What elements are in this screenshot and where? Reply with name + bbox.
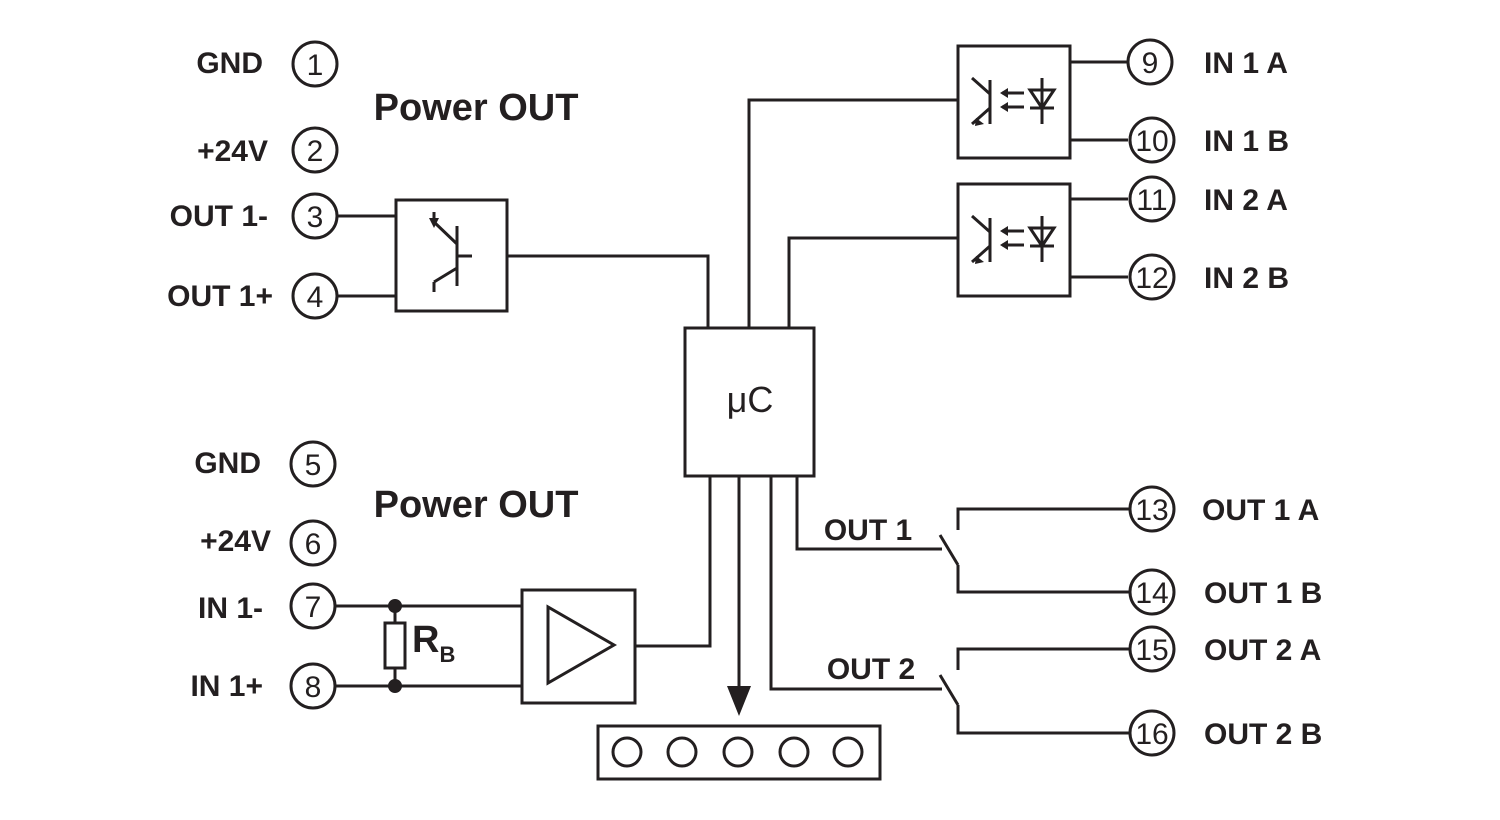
terminal-10: 10 bbox=[1128, 116, 1176, 164]
amplifier-block bbox=[520, 588, 637, 705]
led-4 bbox=[778, 736, 810, 768]
terminal-label-4: OUT 1+ bbox=[167, 280, 273, 313]
optocoupler-block-1 bbox=[956, 44, 1072, 160]
terminal-number-12: 12 bbox=[1135, 262, 1168, 295]
terminal-14: 14 bbox=[1128, 568, 1176, 616]
led-3 bbox=[722, 736, 754, 768]
resistor-label: RB bbox=[412, 619, 455, 667]
led-1 bbox=[611, 736, 643, 768]
terminal-9: 9 bbox=[1126, 38, 1174, 86]
terminal-13: 13 bbox=[1128, 485, 1176, 533]
terminal-label-7: IN 1- bbox=[198, 592, 263, 625]
terminal-number-10: 10 bbox=[1135, 125, 1168, 158]
led-2 bbox=[666, 736, 698, 768]
terminal-label-14: OUT 1 B bbox=[1204, 577, 1322, 610]
wire-mc-opto1 bbox=[747, 98, 958, 328]
power-out-label-2: Power OUT bbox=[374, 484, 579, 526]
relay-1-label: OUT 1 bbox=[824, 514, 912, 547]
terminal-number-4: 4 bbox=[307, 281, 324, 314]
relay-contact-1 bbox=[938, 507, 1130, 594]
terminal-5: 5 bbox=[289, 440, 337, 488]
terminal-number-2: 2 bbox=[307, 135, 324, 168]
terminal-label-10: IN 1 B bbox=[1204, 125, 1289, 158]
terminal-number-5: 5 bbox=[305, 449, 322, 482]
terminal-label-13: OUT 1 A bbox=[1202, 494, 1319, 527]
terminal-number-16: 16 bbox=[1135, 718, 1168, 751]
terminal-3: 3 bbox=[291, 192, 339, 240]
terminal-7: 7 bbox=[289, 582, 337, 630]
terminal-number-6: 6 bbox=[305, 528, 322, 561]
terminal-label-5: GND bbox=[194, 447, 261, 480]
terminal-number-7: 7 bbox=[305, 591, 322, 624]
terminal-12: 12 bbox=[1128, 253, 1176, 301]
wire-mc-relay1 bbox=[795, 476, 942, 551]
terminal-1: 1 bbox=[291, 40, 339, 88]
terminal-label-2: +24V bbox=[197, 135, 268, 168]
terminal-label-1: GND bbox=[196, 47, 263, 80]
led-strip bbox=[596, 724, 882, 781]
power-out-label-1: Power OUT bbox=[374, 87, 579, 129]
terminal-number-1: 1 bbox=[307, 49, 324, 82]
relay-contact-2 bbox=[938, 647, 1130, 735]
terminal-16: 16 bbox=[1128, 709, 1176, 757]
transistor-block bbox=[394, 198, 509, 313]
terminal-label-12: IN 2 B bbox=[1204, 262, 1289, 295]
relay-2-label: OUT 2 bbox=[827, 653, 915, 686]
terminal-label-3: OUT 1- bbox=[170, 200, 268, 233]
wire-amplifier-mc bbox=[635, 476, 712, 648]
terminal-8: 8 bbox=[289, 662, 337, 710]
wire-mc-opto2 bbox=[787, 236, 958, 328]
microcontroller-label: μC bbox=[727, 379, 774, 420]
terminal-4: 4 bbox=[291, 272, 339, 320]
resistor-rb bbox=[383, 599, 407, 693]
terminal-number-3: 3 bbox=[307, 201, 324, 234]
wire-transistor-mc bbox=[507, 254, 710, 328]
terminal-label-15: OUT 2 A bbox=[1204, 634, 1321, 667]
optocoupler-block-2 bbox=[956, 182, 1072, 298]
led-5 bbox=[832, 736, 864, 768]
terminal-number-8: 8 bbox=[305, 671, 322, 704]
terminal-label-16: OUT 2 B bbox=[1204, 718, 1322, 751]
terminal-6: 6 bbox=[289, 519, 337, 567]
terminal-number-15: 15 bbox=[1135, 634, 1168, 667]
terminal-15: 15 bbox=[1128, 625, 1176, 673]
terminal-number-13: 13 bbox=[1135, 494, 1168, 527]
bus-arrowhead bbox=[727, 686, 751, 716]
terminal-label-9: IN 1 A bbox=[1204, 47, 1288, 80]
terminal-number-14: 14 bbox=[1135, 577, 1168, 610]
terminal-label-11: IN 2 A bbox=[1204, 184, 1288, 217]
terminal-number-9: 9 bbox=[1142, 47, 1159, 80]
wire-mc-relay2 bbox=[769, 476, 942, 691]
terminal-label-8: IN 1+ bbox=[190, 670, 263, 703]
terminal-11: 11 bbox=[1128, 175, 1176, 223]
terminal-label-6: +24V bbox=[200, 525, 271, 558]
terminal-2: 2 bbox=[291, 126, 339, 174]
terminal-number-11: 11 bbox=[1136, 184, 1167, 217]
